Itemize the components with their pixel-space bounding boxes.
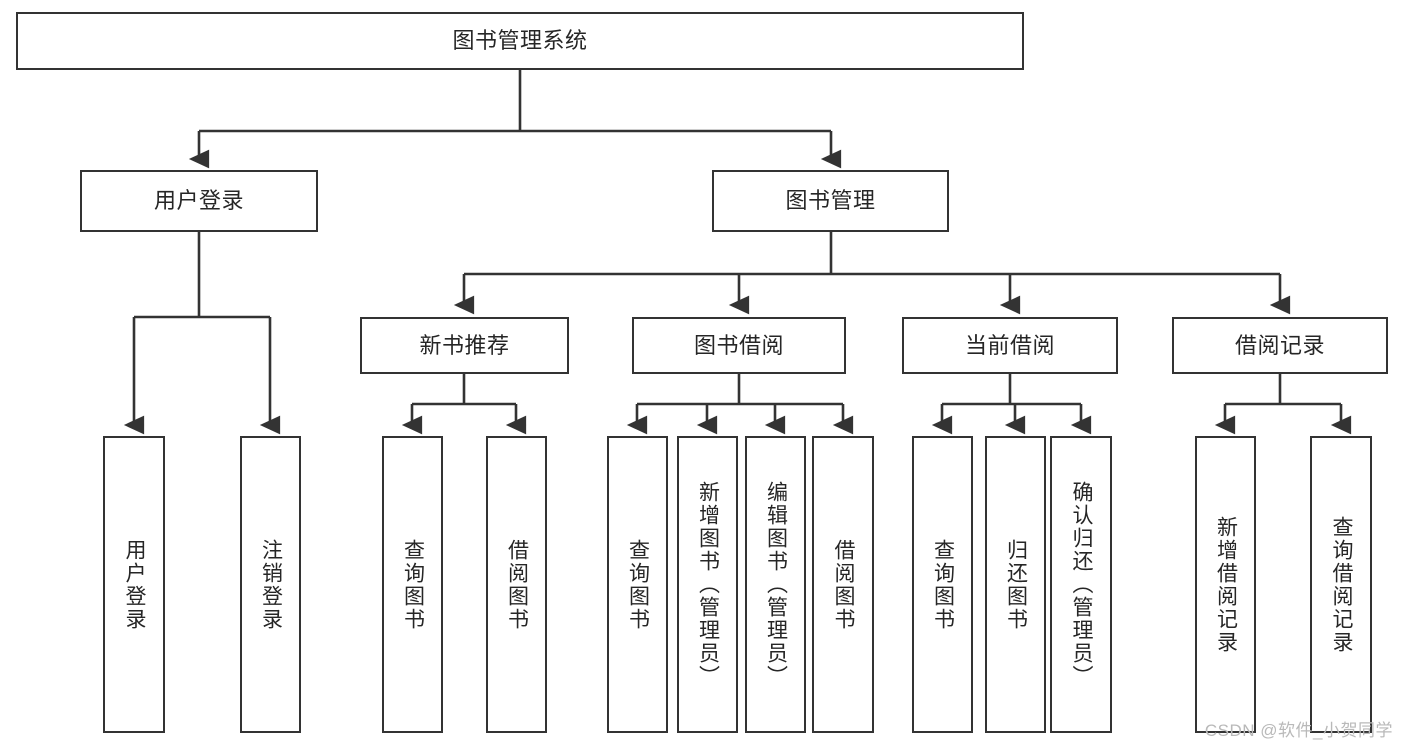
node-leaf-borrow-book-1-label: 借阅图书: [505, 538, 529, 631]
node-leaf-return-book-label: 归还图书: [1004, 538, 1028, 631]
node-leaf-edit-book[interactable]: 编辑图书（管理员）: [745, 436, 806, 733]
node-current-borrow-label: 当前借阅: [964, 332, 1055, 358]
node-leaf-query-book-2-label: 查询图书: [626, 538, 650, 631]
node-leaf-borrow-book-2-label: 借阅图书: [832, 538, 856, 631]
node-leaf-query-record[interactable]: 查询借阅记录: [1310, 436, 1372, 733]
node-book-borrow-label: 图书借阅: [693, 332, 784, 358]
node-leaf-logout[interactable]: 注销登录: [240, 436, 301, 733]
node-new-book-recommend[interactable]: 新书推荐: [360, 317, 569, 374]
node-leaf-query-book-1[interactable]: 查询图书: [382, 436, 443, 733]
node-leaf-query-book-3-label: 查询图书: [931, 538, 955, 631]
node-borrow-record[interactable]: 借阅记录: [1172, 317, 1388, 374]
node-current-borrow[interactable]: 当前借阅: [902, 317, 1118, 374]
node-leaf-query-book-3[interactable]: 查询图书: [912, 436, 973, 733]
node-book-manage-label: 图书管理: [785, 188, 876, 214]
node-leaf-add-record-label: 新增借阅记录: [1214, 515, 1238, 654]
node-leaf-query-record-label: 查询借阅记录: [1330, 515, 1354, 654]
node-user-login-label: 用户登录: [153, 188, 244, 214]
node-leaf-user-login[interactable]: 用户登录: [103, 436, 165, 733]
node-new-book-recommend-label: 新书推荐: [419, 332, 510, 358]
node-leaf-add-book-label: 新增图书（管理员）: [696, 481, 720, 688]
node-leaf-confirm-return-label: 确认归还（管理员）: [1070, 481, 1094, 688]
node-leaf-return-book[interactable]: 归还图书: [985, 436, 1046, 733]
node-book-borrow[interactable]: 图书借阅: [632, 317, 846, 374]
node-leaf-borrow-book-2[interactable]: 借阅图书: [812, 436, 874, 733]
node-leaf-borrow-book-1[interactable]: 借阅图书: [486, 436, 547, 733]
node-root-label: 图书管理系统: [452, 28, 588, 54]
watermark-text: CSDN @软件_小贺同学: [1204, 721, 1393, 740]
node-leaf-logout-label: 注销登录: [259, 538, 283, 631]
node-borrow-record-label: 借阅记录: [1234, 332, 1325, 358]
node-leaf-add-record[interactable]: 新增借阅记录: [1195, 436, 1256, 733]
node-leaf-query-book-1-label: 查询图书: [401, 538, 425, 631]
node-leaf-confirm-return[interactable]: 确认归还（管理员）: [1050, 436, 1112, 733]
node-leaf-query-book-2[interactable]: 查询图书: [607, 436, 668, 733]
node-root[interactable]: 图书管理系统: [16, 12, 1024, 70]
node-book-manage[interactable]: 图书管理: [712, 170, 949, 232]
node-leaf-edit-book-label: 编辑图书（管理员）: [764, 481, 788, 688]
node-user-login[interactable]: 用户登录: [80, 170, 318, 232]
node-leaf-user-login-label: 用户登录: [123, 538, 147, 631]
node-leaf-add-book[interactable]: 新增图书（管理员）: [677, 436, 738, 733]
